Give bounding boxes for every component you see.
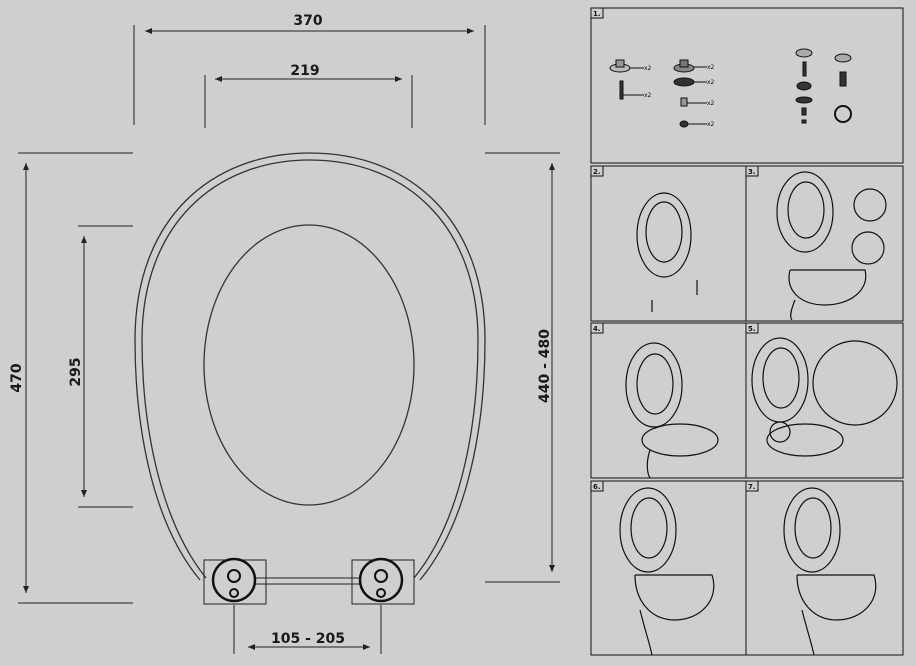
step-3-label: 3. bbox=[748, 168, 756, 176]
step-7-label: 7. bbox=[748, 483, 756, 491]
qty-label: x2 bbox=[707, 64, 715, 71]
left-hinge bbox=[203, 557, 267, 605]
seat-outline-inner-edge bbox=[141, 159, 479, 579]
step-2-illustration bbox=[636, 192, 698, 312]
step-6-label: 6. bbox=[593, 483, 601, 491]
dim-opening-length: 295 bbox=[68, 357, 84, 386]
qty-label: x2 bbox=[707, 121, 715, 128]
dimension-lines bbox=[18, 25, 560, 654]
qty-label: x2 bbox=[707, 100, 715, 107]
dim-overall-width: 370 bbox=[293, 13, 322, 29]
dim-hinge-span: 219 bbox=[290, 63, 319, 79]
step-6-illustration bbox=[619, 487, 715, 656]
step-4-label: 4. bbox=[593, 325, 601, 333]
qty-label: x2 bbox=[644, 65, 652, 72]
dim-overall-length: 470 bbox=[9, 363, 25, 392]
right-hinge bbox=[351, 557, 415, 605]
qty-label: x2 bbox=[707, 79, 715, 86]
step-5-illustration bbox=[751, 337, 898, 457]
step-3-illustration bbox=[776, 171, 887, 321]
parts-list bbox=[609, 48, 852, 128]
qty-label: x2 bbox=[644, 92, 652, 99]
seat-drawing bbox=[134, 152, 486, 605]
step-1-label: 1. bbox=[593, 10, 601, 18]
step-7-illustration bbox=[783, 487, 877, 656]
step-panels bbox=[590, 7, 904, 656]
step-4-illustration bbox=[625, 342, 719, 479]
step-5-label: 5. bbox=[748, 325, 756, 333]
seat-outline bbox=[134, 152, 486, 581]
step-2-label: 2. bbox=[593, 168, 601, 176]
dim-hinge-spacing: 105 - 205 bbox=[271, 631, 345, 647]
dim-bowl-length: 440 - 480 bbox=[537, 329, 553, 403]
step-illustrations bbox=[619, 171, 898, 656]
seat-opening bbox=[203, 224, 415, 506]
